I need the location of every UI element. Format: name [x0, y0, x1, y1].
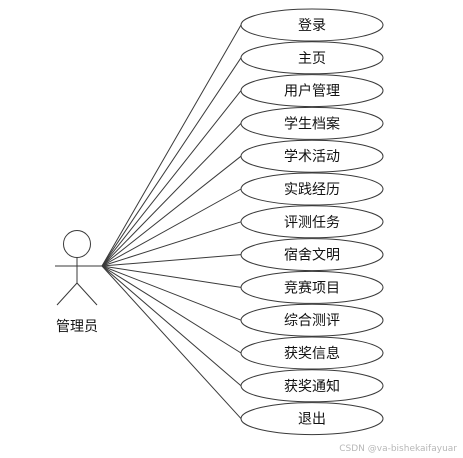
- use-case: 用户管理: [240, 74, 384, 108]
- association-line: [101, 265, 242, 288]
- use-case-ellipse: [240, 172, 384, 206]
- association-lines: [101, 24, 242, 419]
- use-case-ellipse: [240, 8, 384, 42]
- actor-head: [63, 230, 91, 258]
- use-case: 评测任务: [240, 205, 384, 239]
- association-line: [101, 265, 242, 354]
- use-case-label: 登录: [298, 18, 326, 34]
- use-case-ellipse: [240, 402, 384, 436]
- use-case: 竞赛项目: [240, 270, 384, 304]
- use-case-label: 学生档案: [284, 115, 340, 132]
- association-line: [101, 265, 242, 387]
- use-case-label: 获奖通知: [284, 378, 340, 395]
- use-case: 学术活动: [240, 139, 384, 173]
- use-case-ellipse: [240, 205, 384, 239]
- use-case-label: 竞赛项目: [284, 279, 340, 296]
- use-case-label: 退出: [298, 412, 326, 428]
- use-case-ellipse: [240, 270, 384, 304]
- use-case-label: 学术活动: [284, 149, 340, 165]
- use-case: 实践经历: [240, 172, 384, 206]
- use-case-list: 登录主页用户管理学生档案学术活动实践经历评测任务宿舍文明竞赛项目综合测评获奖信息…: [240, 8, 384, 436]
- use-case-label: 获奖信息: [284, 345, 340, 362]
- association-line: [101, 57, 242, 267]
- association-line: [101, 155, 242, 267]
- use-case-label: 实践经历: [284, 182, 340, 198]
- use-case-label: 用户管理: [284, 83, 340, 100]
- use-case-ellipse: [240, 74, 384, 108]
- association-line: [101, 221, 242, 267]
- use-case: 获奖通知: [240, 369, 384, 403]
- association-line: [101, 123, 242, 267]
- actor-figure: 管理员: [55, 230, 102, 335]
- use-case: 主页: [240, 41, 384, 75]
- use-case-ellipse: [240, 336, 384, 370]
- use-case-label: 宿舍文明: [284, 247, 340, 264]
- use-case-ellipse: [240, 369, 384, 403]
- use-case: 退出: [240, 402, 384, 436]
- association-line: [101, 90, 242, 267]
- use-case: 学生档案: [240, 106, 384, 140]
- use-case-ellipse: [240, 139, 384, 173]
- association-line: [101, 188, 242, 267]
- actor-left-leg: [56, 282, 78, 306]
- use-case-label: 主页: [298, 51, 326, 67]
- actor-right-leg: [76, 282, 98, 306]
- use-case: 获奖信息: [240, 336, 384, 370]
- association-line: [101, 254, 242, 267]
- use-case-ellipse: [240, 303, 384, 337]
- use-case-label: 综合测评: [284, 313, 340, 329]
- use-case: 综合测评: [240, 303, 384, 337]
- watermark: CSDN @va-bishekaifayuar: [339, 444, 457, 454]
- use-case-ellipse: [240, 106, 384, 140]
- use-case: 宿舍文明: [240, 238, 384, 272]
- use-case-ellipse: [240, 41, 384, 75]
- association-line: [101, 265, 242, 419]
- association-line: [101, 24, 242, 267]
- use-case: 登录: [240, 8, 384, 42]
- association-line: [101, 265, 242, 321]
- use-case-label: 评测任务: [284, 215, 340, 231]
- use-case-ellipse: [240, 238, 384, 272]
- actor-label: 管理员: [56, 319, 98, 335]
